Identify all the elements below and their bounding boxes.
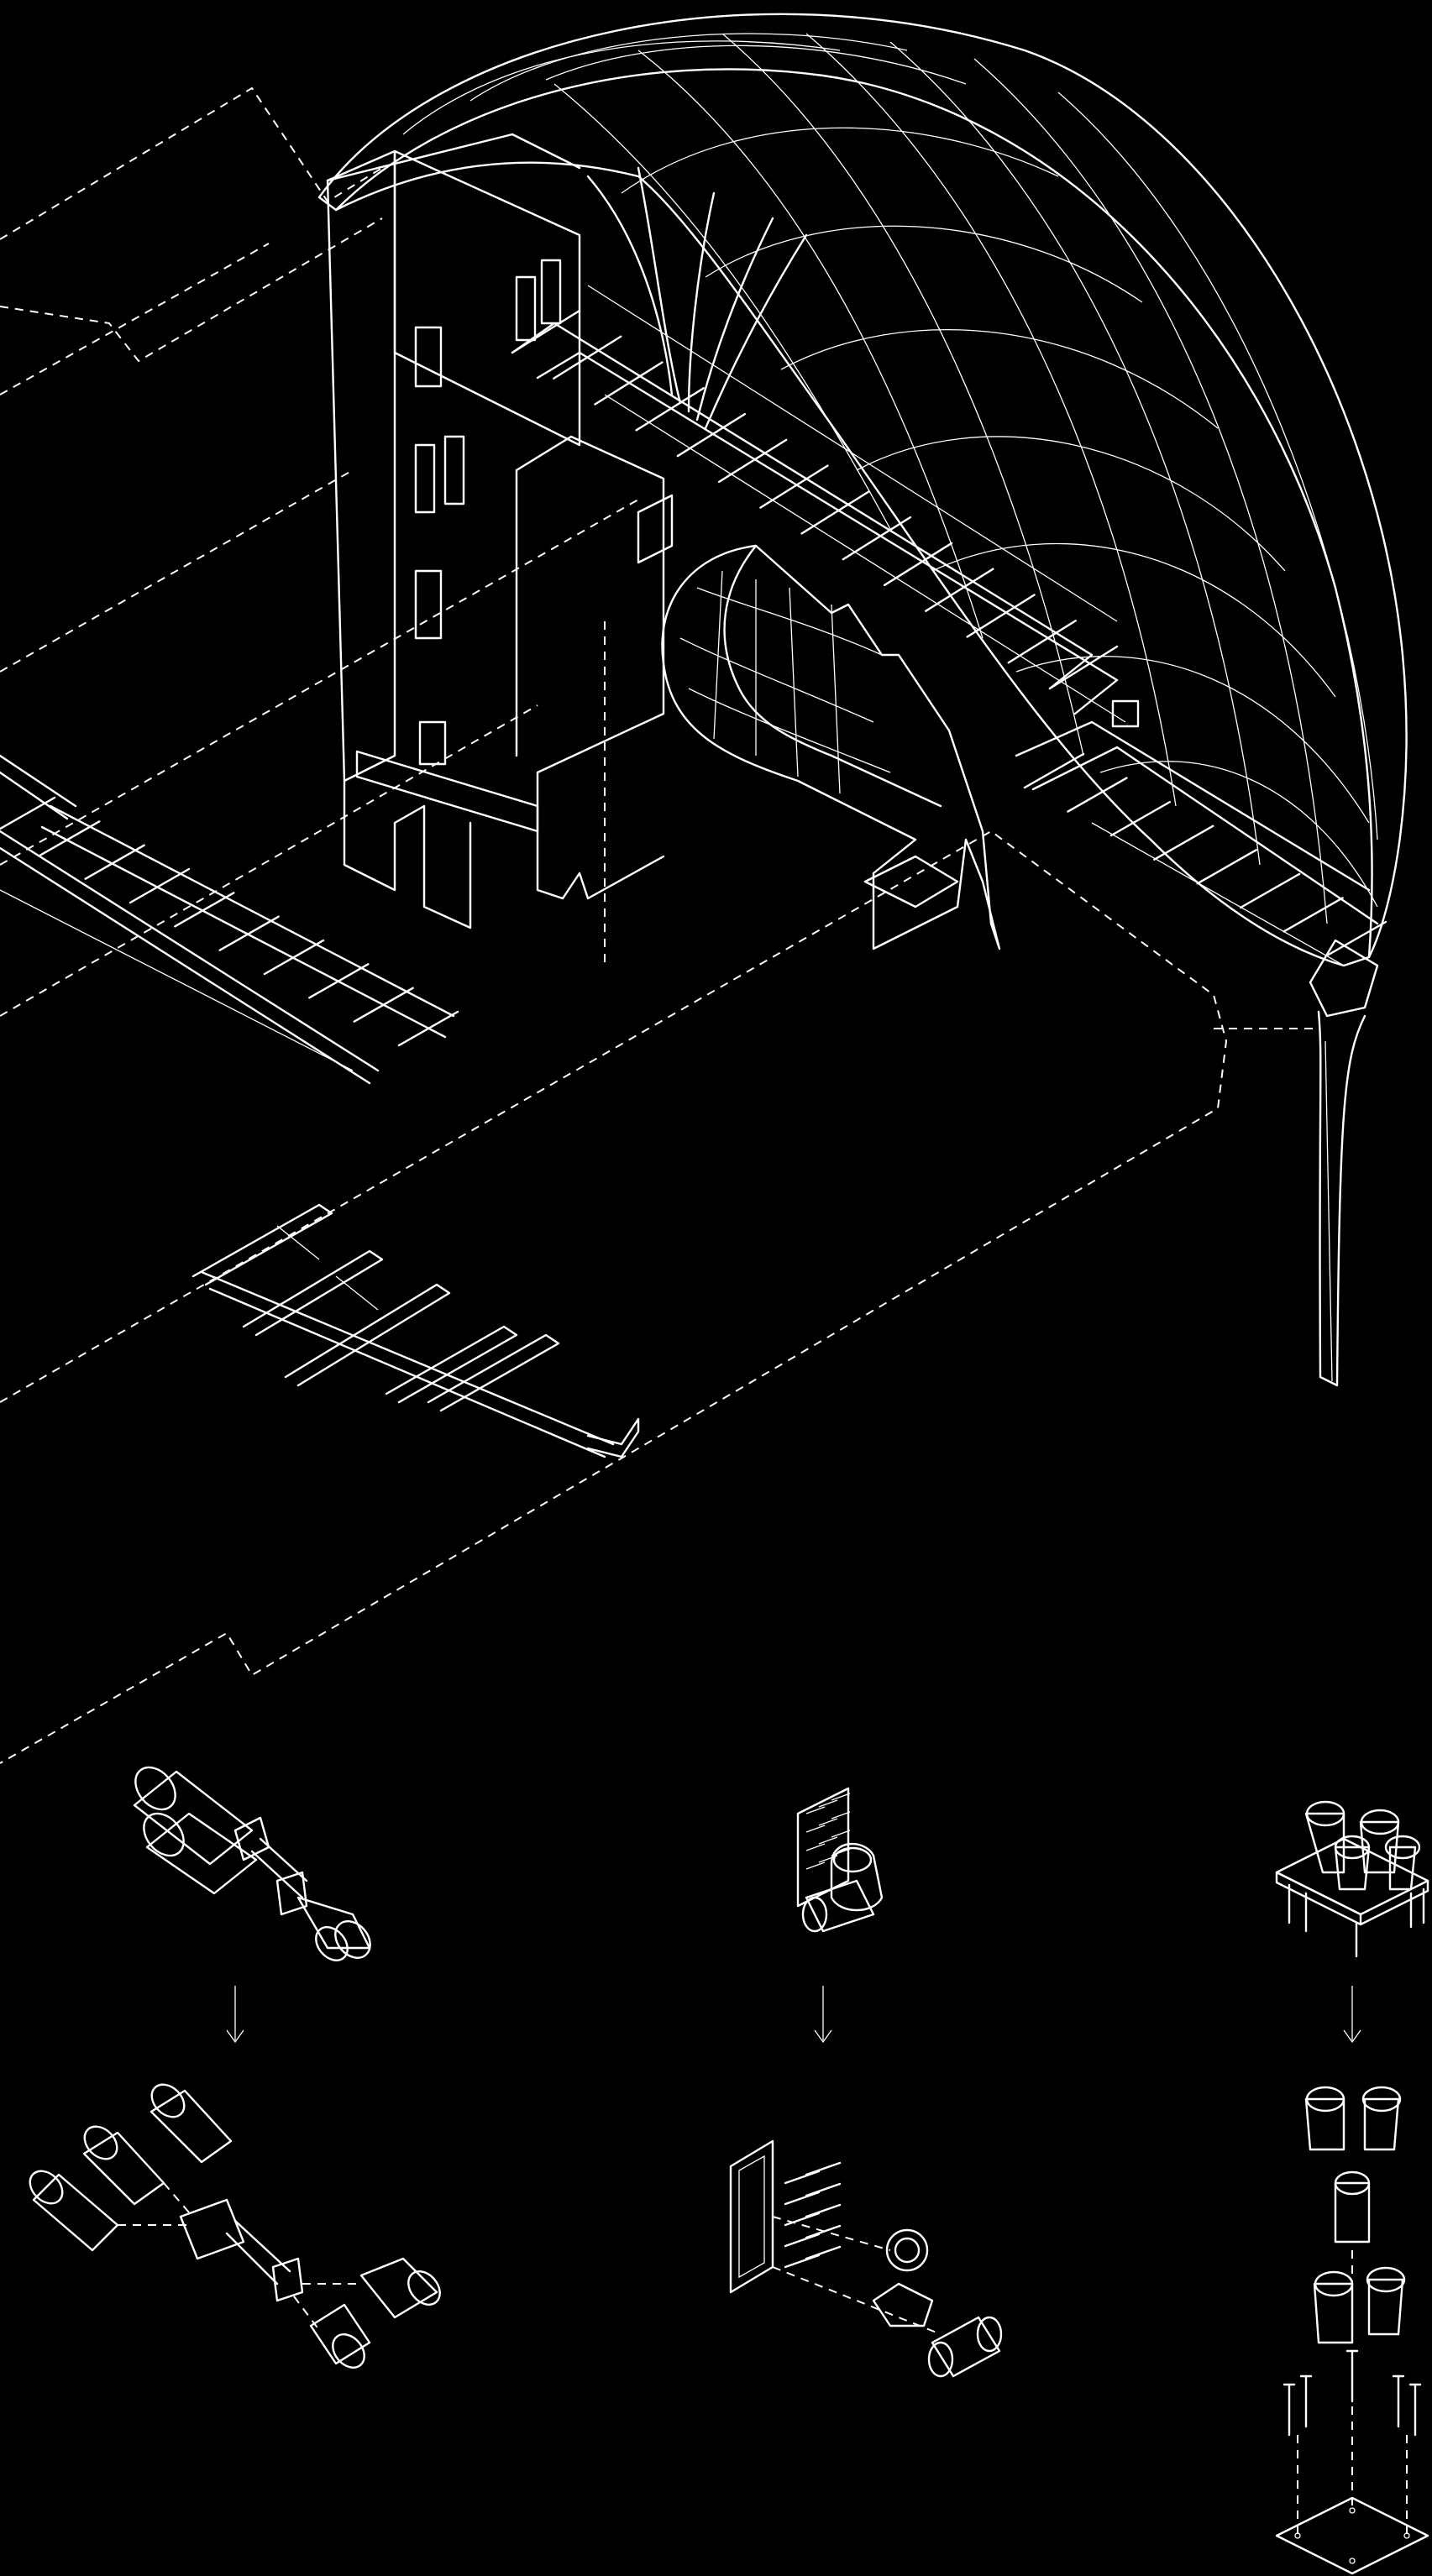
- deck-crossbar: [1196, 849, 1257, 885]
- bolt: [805, 2245, 842, 2260]
- deck-crossbar: [1283, 897, 1344, 933]
- deck-crossbar: [800, 490, 870, 535]
- bolt: [818, 1836, 838, 1845]
- deck-crossbar: [1048, 645, 1119, 690]
- bolt: [818, 1818, 838, 1826]
- deck-crossbar: [594, 361, 664, 406]
- deck-crossbar: [511, 309, 581, 354]
- masonry-tower: [326, 133, 674, 929]
- deck-crossbar: [263, 939, 325, 976]
- deck-crossbar: [759, 464, 829, 509]
- alignment-guide-lines: [0, 86, 1319, 1764]
- deck-crossbar: [717, 438, 788, 484]
- deck-crossbar: [353, 987, 414, 1023]
- bolt: [805, 2182, 842, 2197]
- deck-crossbar: [397, 1010, 459, 1047]
- curved-tunnel: [661, 544, 1001, 950]
- detail-a-assembled: [133, 1766, 371, 1961]
- deck-crossbar: [925, 568, 994, 612]
- canopy-shell: [317, 13, 1408, 1018]
- deck-crossbar: [1109, 800, 1172, 837]
- deck-crossbar: [676, 412, 747, 458]
- deck-crossbar: [553, 335, 622, 380]
- deck-crossbar: [842, 516, 912, 561]
- deck-crossbar: [635, 387, 705, 432]
- bolt: [805, 1806, 826, 1814]
- bolt: [831, 1811, 851, 1819]
- detail-b-arrow: [814, 1986, 832, 2044]
- detail-a-arrow: [226, 1986, 244, 2044]
- bolt: [805, 2161, 842, 2176]
- deck-crossbar: [1153, 825, 1214, 861]
- bolt: [805, 2203, 842, 2218]
- deck-crossbar: [0, 796, 56, 830]
- deck-crossbar: [218, 915, 280, 951]
- deck-crossbar: [966, 594, 1036, 638]
- deck-crossbar: [1007, 620, 1077, 664]
- bolt: [805, 1843, 826, 1851]
- deck-crossbar: [883, 542, 953, 587]
- detail-b-assembled: [796, 1787, 884, 1933]
- bolt: [831, 1830, 851, 1838]
- deck-crossbar: [129, 867, 191, 904]
- deck-crossbar: [1239, 872, 1301, 909]
- left-deck-frame: [0, 754, 459, 1085]
- lower-beam-frame: [191, 1203, 640, 1458]
- upper-deck-frame: [511, 166, 1126, 723]
- deck-crossbar: [84, 844, 145, 880]
- deck-crossbar: [1325, 920, 1387, 957]
- detail-c-assembled: [1275, 1800, 1429, 1958]
- bolt: [831, 1793, 851, 1801]
- bolt: [805, 1861, 826, 1870]
- deck-crossbar: [174, 892, 235, 928]
- detail-c-exploded: [1275, 2086, 1429, 2575]
- detail-a-exploded: [29, 2083, 441, 2369]
- deck-crossbar: [308, 963, 370, 999]
- deck-crossbar: [39, 820, 101, 856]
- detail-c-arrow: [1343, 1986, 1361, 2044]
- deck-crossbar: [1067, 777, 1128, 813]
- deck-crossbar: [1023, 752, 1085, 789]
- bolt: [805, 1825, 826, 1833]
- detail-b-exploded: [729, 2139, 1003, 2378]
- detail-c-column-base-assembly: [1275, 1800, 1429, 2575]
- support-column: [1317, 1010, 1366, 1387]
- right-deck-frame: [1015, 699, 1387, 966]
- detail-b-bolted-plate-joint: [729, 1787, 1003, 2378]
- bolt: [818, 1799, 838, 1808]
- detail-a-tube-connector-node: [29, 1766, 441, 2369]
